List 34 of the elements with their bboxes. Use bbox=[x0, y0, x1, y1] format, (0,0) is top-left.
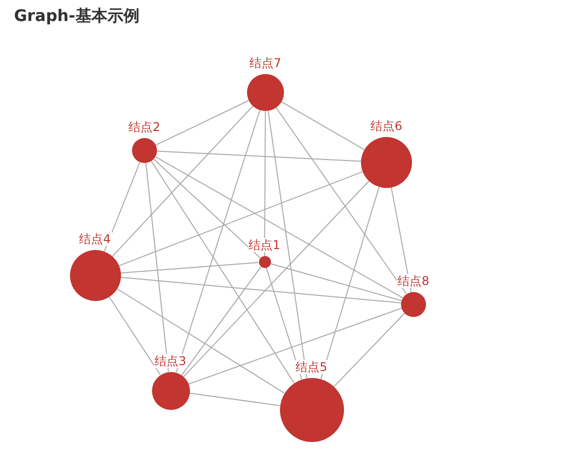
edge-line bbox=[120, 276, 402, 304]
edge-line bbox=[150, 160, 295, 384]
edge-line bbox=[183, 180, 370, 378]
edge-line bbox=[118, 171, 364, 266]
edge-line bbox=[155, 100, 250, 146]
edge-line bbox=[188, 392, 280, 406]
node-label: 结点8 bbox=[396, 274, 430, 288]
edge-line bbox=[112, 106, 254, 257]
edge-line bbox=[281, 101, 365, 150]
edge-line bbox=[276, 107, 407, 294]
node-label: 结点5 bbox=[294, 360, 328, 374]
edge-line bbox=[188, 308, 402, 385]
edge-line bbox=[176, 110, 260, 373]
node-label: 结点4 bbox=[78, 232, 112, 246]
node-label: 结点3 bbox=[154, 354, 188, 368]
edge-line bbox=[264, 110, 266, 256]
edge-line bbox=[145, 162, 169, 372]
node-label: 结点6 bbox=[370, 119, 404, 133]
edge-line bbox=[108, 296, 161, 376]
chart-title: Graph-基本示例 bbox=[14, 6, 140, 26]
edge-line bbox=[120, 262, 260, 274]
edge-line bbox=[333, 312, 406, 388]
node-label: 结点7 bbox=[248, 56, 282, 70]
edge-line bbox=[153, 158, 261, 258]
edge-line bbox=[116, 288, 285, 394]
edge-line bbox=[268, 110, 308, 379]
node-label: 结点2 bbox=[128, 120, 162, 134]
edge-line bbox=[266, 267, 302, 380]
edge-line bbox=[181, 266, 262, 376]
edge-line bbox=[154, 156, 404, 298]
edge-line bbox=[320, 186, 380, 380]
node-label: 结点1 bbox=[248, 238, 282, 252]
edge-line bbox=[156, 150, 362, 162]
edge-line bbox=[270, 263, 402, 302]
